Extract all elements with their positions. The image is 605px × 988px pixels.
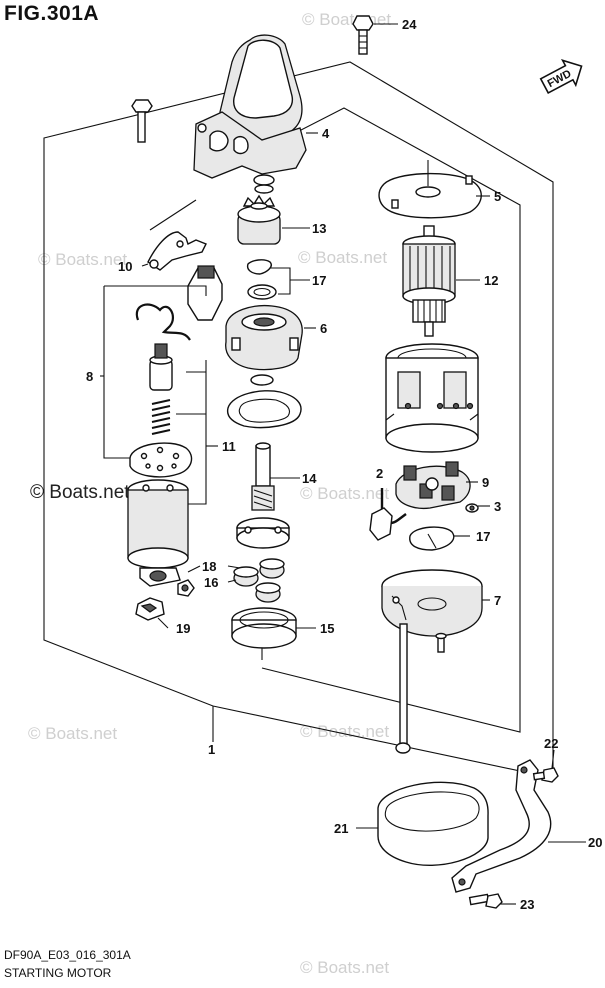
callout-13: 13: [312, 221, 326, 236]
brush-holder-9: [395, 461, 471, 510]
bolt-22: [532, 767, 559, 783]
plate-5: [378, 172, 482, 219]
bolt-23: [468, 893, 503, 909]
callout-16: 16: [204, 575, 218, 590]
shaft-14: [236, 442, 290, 549]
nut-18: [177, 579, 195, 597]
diagram-caption: STARTING MOTOR: [4, 966, 112, 980]
callout-4: 4: [322, 126, 330, 141]
washer: [250, 374, 274, 386]
callout-12: 12: [484, 273, 498, 288]
boot-19: [135, 597, 165, 621]
callout-24: 24: [402, 17, 417, 32]
callout-3: 3: [494, 499, 501, 514]
plunger: [149, 343, 173, 391]
watermark: © Boats.net: [28, 724, 118, 743]
callout-18: 18: [202, 559, 216, 574]
diagram-code: DF90A_E03_016_301A: [4, 948, 131, 962]
lead-wire-2: [369, 488, 407, 541]
callout-2: 2: [376, 466, 383, 481]
watermark: © Boats.net: [298, 248, 388, 267]
callout-7: 7: [494, 593, 501, 608]
callout-8: 8: [86, 369, 93, 384]
callout-15: 15: [320, 621, 334, 636]
watermark-strong: © Boats.net: [30, 482, 130, 503]
callout-21: 21: [334, 821, 348, 836]
callout-19: 19: [176, 621, 190, 636]
callout-5: 5: [494, 189, 501, 204]
callout-9: 9: [482, 475, 489, 490]
drive-housing-4: [193, 34, 307, 179]
bolt-housing: [131, 99, 153, 143]
callout-17: 17: [312, 273, 326, 288]
planet-gears-16: [233, 558, 285, 603]
solenoid-body: [127, 479, 189, 587]
callout-6: 6: [320, 321, 327, 336]
small-bolt: [435, 632, 447, 653]
callout-17-lower: 17: [476, 529, 490, 544]
gasket-plate: [129, 442, 193, 478]
strap-bracket-20: [451, 759, 552, 893]
clip-17-lower: [409, 526, 455, 551]
spring-wire: [135, 303, 191, 341]
yoke-frame: [385, 343, 479, 453]
oring-top: [253, 174, 275, 186]
watermark: © Boats.net: [300, 722, 390, 741]
callout-20: 20: [588, 835, 602, 850]
callout-10: 10: [118, 259, 132, 274]
bolt-24: [352, 15, 374, 55]
armature-12: [402, 225, 456, 337]
callout-1: 1: [208, 742, 215, 757]
plunger-plate: [187, 265, 223, 321]
callout-22: 22: [544, 736, 558, 751]
inner-frame: [261, 107, 521, 733]
callout-11: 11: [222, 439, 236, 454]
watermark: © Boats.net: [38, 250, 128, 269]
clip-17-upper: [246, 259, 277, 300]
oring-top-2: [254, 184, 274, 194]
through-bolt: [395, 623, 411, 754]
gasket-ring: [226, 390, 302, 429]
shift-lever-10: [147, 231, 207, 271]
forward-direction-arrow: FWD: [538, 58, 588, 95]
cushion-ring-21: [377, 781, 489, 866]
spring: [151, 399, 171, 435]
watermark: © Boats.net: [300, 484, 390, 503]
screw-3: [465, 503, 479, 513]
drive-end-cover-6: [225, 304, 303, 371]
pinion-gear-13: [237, 194, 281, 245]
end-cover-7: [381, 569, 483, 637]
figure-title: FIG.301A: [4, 2, 100, 25]
callout-23: 23: [520, 897, 534, 912]
watermark: © Boats.net: [300, 958, 390, 977]
callout-14: 14: [302, 471, 317, 486]
internal-gear-15: [231, 607, 297, 649]
